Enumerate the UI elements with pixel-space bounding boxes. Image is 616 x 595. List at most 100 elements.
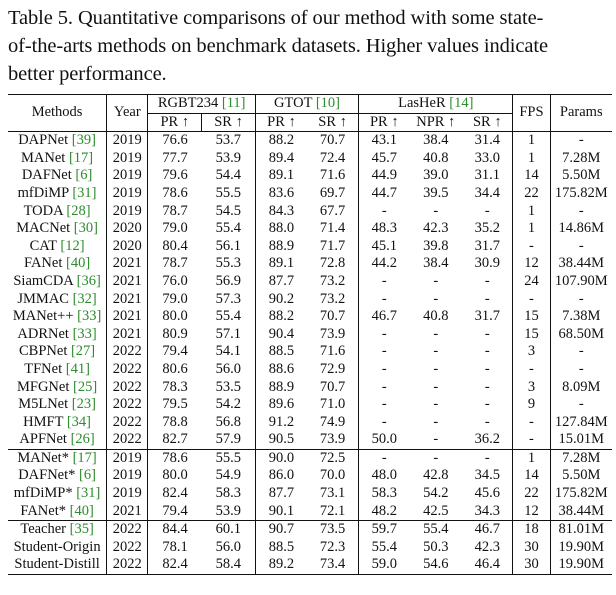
cell-rgbt-pr: 80.9 [147,325,202,344]
cell-year: 2021 [106,308,148,326]
cell-params: 175.82M [549,184,612,203]
cell-method: FANet [40] [23,255,91,272]
cell-lasher-pr: - [358,448,410,468]
cell-gtot-sr: 73.2 [319,272,346,289]
cell-year: 2019 [106,202,148,221]
cell-lasher-pr: 55.4 [358,538,410,557]
cell-fps: 12 [512,255,551,273]
cell-rgbt-pr: 80.0 [147,467,202,486]
cell-lasher-pr: 44.9 [358,167,410,185]
cell-params: 14.86M [549,220,612,238]
cell-rgbt-sr: 53.9 [215,149,241,166]
cell-fps: 30 [512,556,551,575]
header-year: Year [106,94,148,132]
cell-lasher-pr: 48.0 [358,467,410,486]
cell-lasher-pr: - [358,202,410,221]
cell-lasher-sr: 30.9 [474,255,500,272]
cell-lasher-npr: - [433,413,439,430]
cell-lasher-sr: 35.2 [474,220,500,237]
results-table: Methods Year RGBT234 [11] GTOT [10] LasH… [8,94,612,575]
cell-rgbt-pr: 79.0 [147,220,202,238]
cell-lasher-npr: - [409,448,463,468]
cell-gtot-sr: 73.2 [319,290,346,307]
cell-rgbt-sr: 55.5 [215,184,241,201]
cell-params: 7.38M [549,308,612,326]
cell-lasher-npr: - [433,378,439,395]
cell-lasher-sr: 42.3 [474,538,500,555]
cell-gtot-sr: 72.3 [319,538,346,555]
cell-rgbt-sr: 53.5 [215,378,241,395]
cell-rgbt-pr: 80.6 [147,360,202,379]
cell-gtot-sr: 73.9 [319,325,346,342]
cell-lasher-pr: - [358,343,410,361]
header-fps: FPS [512,94,551,132]
cell-rgbt-pr: 80.0 [147,308,202,326]
cell-lasher-sr: 33.0 [474,149,500,166]
cell-gtot-sr: 70.7 [319,308,346,325]
cell-method: HMFT [34] [23,413,91,430]
cell-year: 2019 [106,149,148,168]
cell-rgbt-sr: 56.1 [215,237,241,254]
cell-lasher-pr: 44.2 [358,255,410,273]
cell-lasher-npr: 38.4 [409,131,463,150]
cell-gtot-sr: 73.9 [319,431,346,448]
cell-gtot-pr: 89.1 [254,167,308,185]
cell-gtot-pr: 88.5 [254,343,308,361]
cell-params: 8.09M [549,378,612,397]
cell-lasher-sr: - [484,396,490,413]
cell-lasher-sr: - [484,202,490,219]
cell-lasher-sr: - [462,448,513,468]
cell-lasher-sr: - [484,325,490,342]
cell-method: TODA [28] [23,202,91,219]
cell-rgbt-pr: 79.4 [147,502,202,521]
cell-gtot-pr: 88.2 [254,308,308,326]
cell-rgbt-pr: 78.6 [147,184,202,203]
cell-lasher-npr: - [433,202,439,219]
cell-gtot-pr: 88.5 [254,538,308,557]
cell-rgbt-pr: 79.4 [147,343,202,361]
cell-lasher-sr: - [484,413,490,430]
cell-rgbt-sr: 56.8 [215,413,241,430]
header-params: Params [549,94,612,132]
cell-fps: 24 [512,272,551,291]
cell-rgbt-sr: 53.7 [201,131,256,150]
cell-year: 2019 [106,467,148,486]
caption-line-3: better performance. [8,63,167,85]
cell-gtot-pr: 89.2 [254,556,308,575]
cell-rgbt-pr: 78.7 [147,255,202,273]
cell-params: - [549,131,612,150]
cell-params: - [549,343,612,361]
cell-lasher-npr: 38.4 [423,255,449,272]
cell-lasher-npr: 39.8 [423,237,449,254]
cell-lasher-sr: 31.1 [474,167,500,184]
cell-lasher-sr: 31.4 [462,131,513,150]
cell-lasher-pr: 46.7 [358,308,410,326]
cell-params: 19.90M [549,556,612,575]
cell-year: 2020 [106,237,148,256]
cell-rgbt-sr: 58.4 [215,556,241,573]
cell-lasher-sr: - [484,378,490,395]
cell-lasher-npr: 54.6 [423,556,449,573]
cell-method: FANet* [40] [20,502,94,519]
table-caption: Table 5. Quantitative comparisons of our… [8,4,612,88]
cell-year: 2021 [106,502,148,521]
cell-method: M5LNet [23] [18,396,96,413]
cell-lasher-pr: 48.3 [358,220,410,238]
cell-fps: 15 [512,308,551,326]
cell-rgbt-sr: 58.3 [215,485,241,502]
caption-line-1: Table 5. Quantitative comparisons of our… [8,7,544,29]
cell-fps: 22 [512,184,551,203]
header-gtot-pr: PR ↑ [254,113,308,132]
cell-gtot-pr: 88.6 [254,360,308,379]
